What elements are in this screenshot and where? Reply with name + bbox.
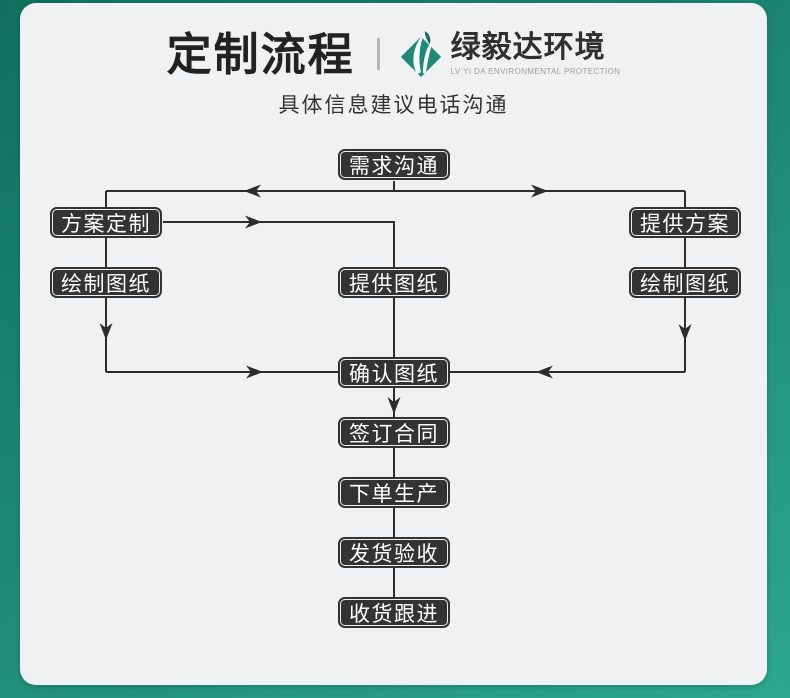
flow-node-order-production: 下单生产 <box>338 477 450 508</box>
flow-node-receive-followup: 收货跟进 <box>338 597 450 628</box>
content-card: 定制流程 绿毅达环境 LV YI DA ENVIRONMENTAL PROTEC… <box>20 3 767 685</box>
flow-node-provide-drawings: 提供图纸 <box>338 267 450 298</box>
flow-node-confirm-drawings: 确认图纸 <box>338 357 450 388</box>
flow-node-plan-customization: 方案定制 <box>50 207 162 238</box>
page-subtitle: 具体信息建议电话沟通 <box>278 94 509 117</box>
brand-name: 绿毅达环境 <box>450 30 606 64</box>
brand-subtitle: LV YI DA ENVIRONMENTAL PROTECTION <box>450 66 621 76</box>
page-title: 定制流程 <box>166 28 355 80</box>
leaf-diamond-icon <box>400 31 441 77</box>
header: 定制流程 绿毅达环境 LV YI DA ENVIRONMENTAL PROTEC… <box>20 29 767 79</box>
flow-node-sign-contract: 签订合同 <box>338 417 450 448</box>
flow-node-demand-communication: 需求沟通 <box>338 149 450 180</box>
brand-logo: 绿毅达环境 LV YI DA ENVIRONMENTAL PROTECTION <box>398 29 621 79</box>
flow-node-draw-drawings-left: 绘制图纸 <box>50 267 162 298</box>
flow-node-ship-inspection: 发货验收 <box>338 537 450 568</box>
flow-node-draw-drawings-right: 绘制图纸 <box>629 267 741 298</box>
title-divider <box>376 38 380 70</box>
flow-node-provide-plan: 提供方案 <box>629 207 741 238</box>
brand-text: 绿毅达环境 LV YI DA ENVIRONMENTAL PROTECTION <box>450 30 621 76</box>
